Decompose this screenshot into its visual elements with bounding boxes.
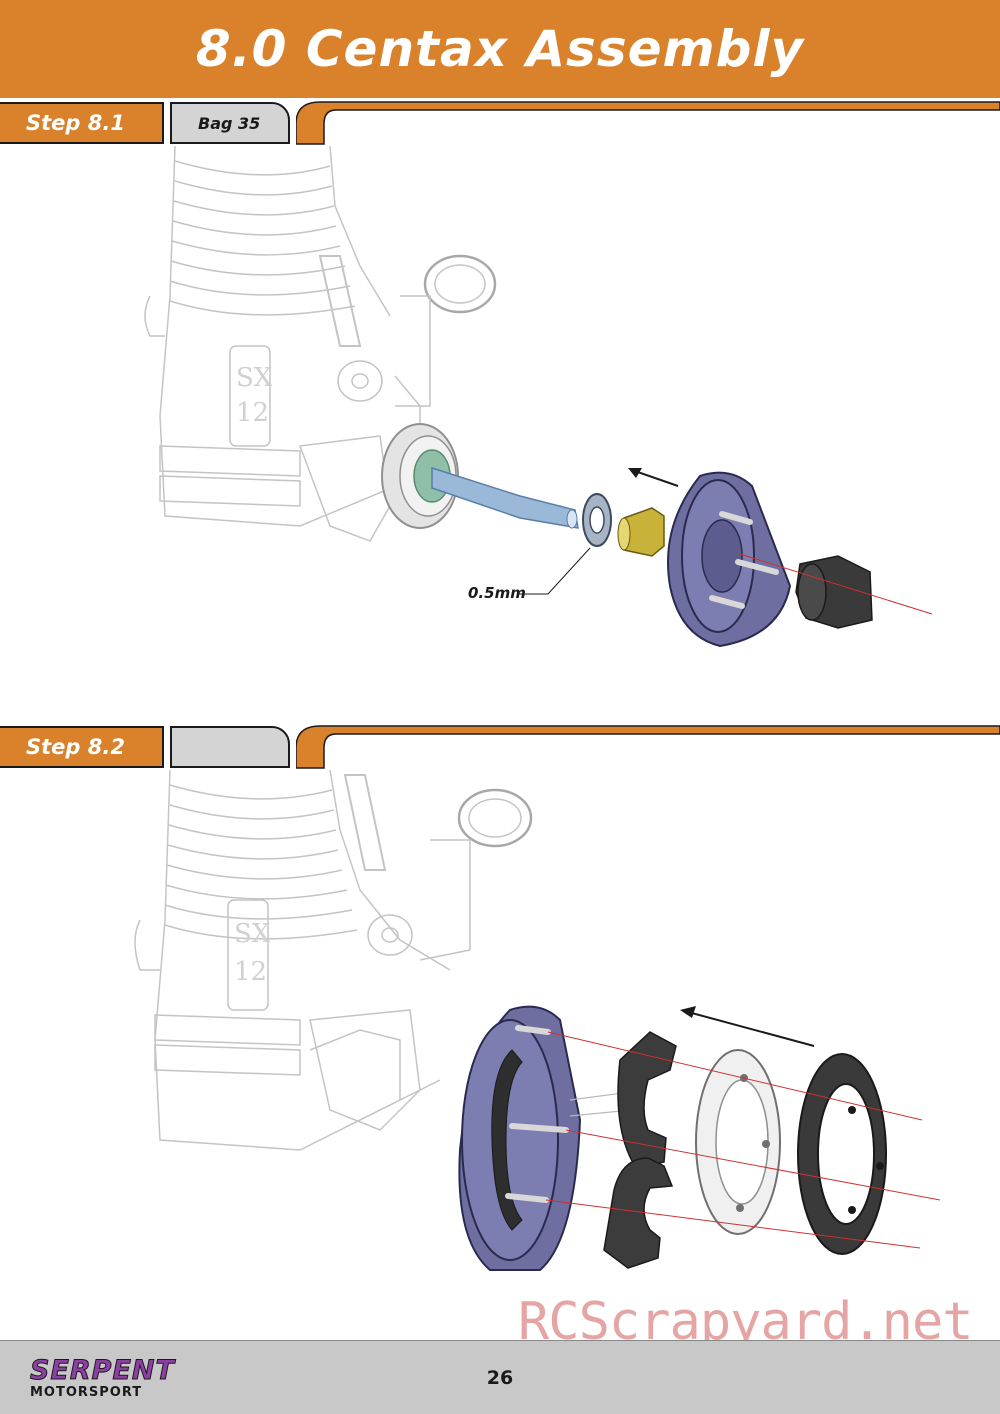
header-flare: [296, 725, 1000, 769]
flywheel-part: [458, 1005, 582, 1271]
bag-label: Bag 35: [198, 113, 261, 133]
clutch-spring-part: [695, 1049, 781, 1235]
step-label-box: Step 8.1: [0, 102, 164, 144]
bag-tab: Bag 35: [170, 102, 290, 144]
page-number: 26: [486, 1367, 514, 1389]
svg-text:12: 12: [236, 398, 269, 428]
page-title: 8.0 Centax Assembly: [195, 20, 805, 78]
assembly-arrow: [680, 1006, 815, 1047]
step-label-box: Step 8.2: [0, 726, 164, 768]
clutch-nut-part: [797, 1053, 887, 1255]
flywheel-nut-part: [795, 555, 873, 629]
brand-logo-primary: SERPENT: [30, 1355, 175, 1387]
step-8-2-figure: SX 12: [134, 770, 941, 1271]
step-label: Step 8.2: [26, 735, 125, 759]
cooling-fins: [164, 784, 358, 940]
svg-text:SX: SX: [236, 363, 273, 393]
washer-leader: [518, 547, 591, 595]
svg-text:12: 12: [234, 957, 267, 987]
bag-tab: [170, 726, 290, 768]
step-label: Step 8.1: [26, 111, 125, 135]
svg-text:SX: SX: [234, 919, 271, 949]
crankcase-front: [381, 423, 459, 529]
step-8-1-figure: SX 12: [144, 146, 933, 648]
crankshaft: [431, 466, 579, 529]
cooling-fins: [169, 160, 356, 316]
assembly-arrow: [628, 468, 679, 487]
engine-outline: SX 12: [134, 770, 533, 1151]
footer: SERPENT MOTORSPORT 26: [0, 1340, 1000, 1414]
clutch-shoe-part: [603, 1031, 677, 1269]
washer-thickness-label: 0.5mm: [468, 584, 526, 602]
brand-logo-secondary: MOTORSPORT: [30, 1385, 143, 1400]
alignment-lines: [545, 1031, 941, 1249]
step-strip-8-1: Step 8.1 Bag 35: [0, 98, 1000, 146]
brass-cone-part: [617, 507, 665, 557]
header-flare: [296, 101, 1000, 145]
flywheel-part: [667, 471, 792, 648]
title-bar: 8.0 Centax Assembly: [0, 0, 1000, 98]
step-strip-8-2: Step 8.2: [0, 722, 1000, 770]
washer-part: [582, 493, 612, 547]
alignment-line: [739, 553, 933, 615]
engine-outline: SX 12: [144, 146, 497, 542]
